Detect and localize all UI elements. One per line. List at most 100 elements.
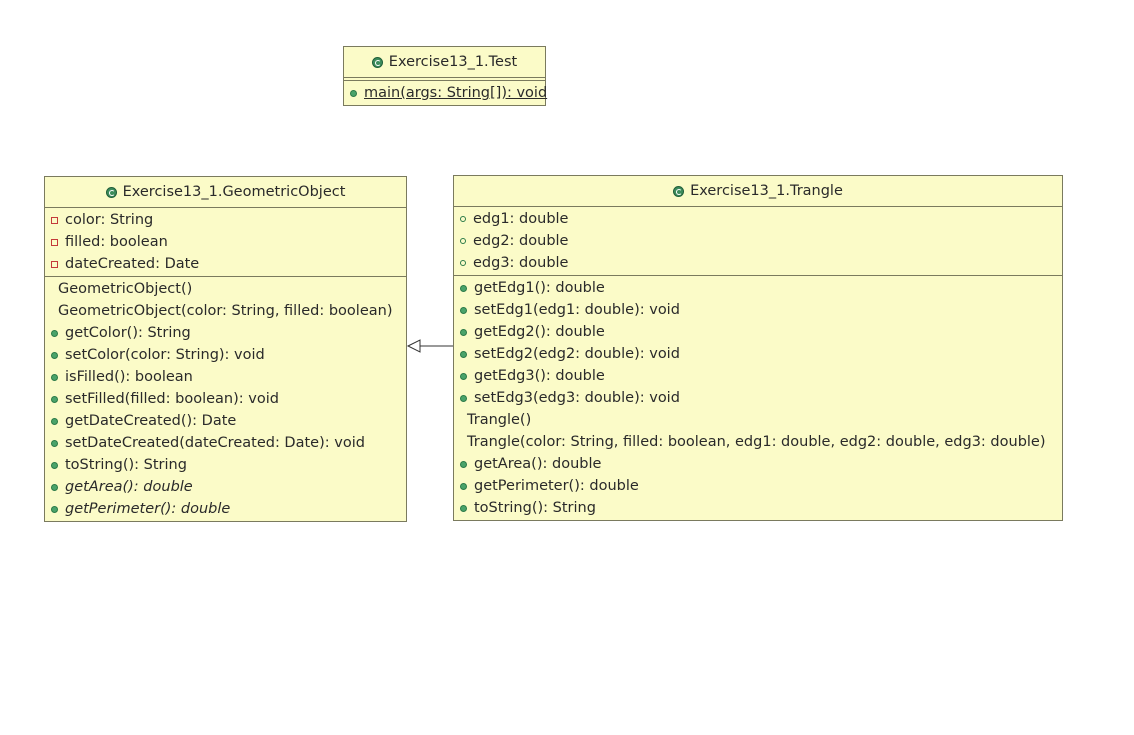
class-test-title: Exercise13_1.Test bbox=[388, 54, 518, 70]
private-visibility-icon bbox=[51, 216, 58, 224]
private-visibility-icon bbox=[51, 238, 58, 246]
method-row[interactable]: setFilled(filled: boolean): void bbox=[45, 388, 406, 410]
method-label: getArea(): double bbox=[474, 456, 602, 472]
field-row[interactable]: edg1: double bbox=[454, 208, 1062, 230]
class-test-header: Exercise13_1.Test bbox=[344, 47, 545, 78]
field-row[interactable]: filled: boolean bbox=[45, 231, 406, 253]
method-label: isFilled(): boolean bbox=[65, 369, 193, 385]
method-label: getDateCreated(): Date bbox=[65, 413, 237, 429]
class-icon bbox=[105, 186, 117, 198]
method-row[interactable]: getDateCreated(): Date bbox=[45, 410, 406, 432]
class-geometric-object-methods: GeometricObject() GeometricObject(color: … bbox=[45, 277, 406, 521]
public-visibility-icon bbox=[460, 504, 467, 512]
class-icon bbox=[673, 185, 685, 197]
public-visibility-icon bbox=[51, 395, 58, 403]
public-visibility-icon bbox=[51, 483, 58, 491]
method-row[interactable]: setColor(color: String): void bbox=[45, 344, 406, 366]
class-trangle-methods: getEdg1(): double setEdg1(edg1: double): … bbox=[454, 276, 1062, 520]
method-label: GeometricObject(color: String, filled: b… bbox=[58, 303, 393, 319]
public-visibility-icon bbox=[460, 460, 467, 468]
field-label: edg3: double bbox=[473, 255, 569, 271]
class-geometric-object-header: Exercise13_1.GeometricObject bbox=[45, 177, 406, 208]
public-visibility-icon bbox=[460, 306, 467, 314]
package-visibility-icon bbox=[460, 216, 466, 222]
public-visibility-icon bbox=[51, 329, 58, 337]
method-label: toString(): String bbox=[65, 457, 187, 473]
class-test[interactable]: Exercise13_1.Test main(args: String[]): … bbox=[343, 46, 548, 106]
method-label: getPerimeter(): double bbox=[474, 478, 639, 494]
field-label: dateCreated: Date bbox=[65, 256, 200, 272]
class-trangle[interactable]: Exercise13_1.Trangle edg1: double edg2: d… bbox=[453, 175, 1063, 521]
method-row[interactable]: Trangle() bbox=[454, 409, 1062, 431]
method-row[interactable]: main(args: String[]): void bbox=[344, 82, 548, 104]
class-geometric-object-fields: color: String filled: boolean dateCreated:… bbox=[45, 208, 406, 277]
method-row[interactable]: isFilled(): boolean bbox=[45, 366, 406, 388]
field-row[interactable]: dateCreated: Date bbox=[45, 253, 406, 275]
method-row[interactable]: getEdg2(): double bbox=[454, 321, 1062, 343]
public-visibility-icon bbox=[460, 328, 467, 336]
public-visibility-icon bbox=[460, 394, 467, 402]
public-visibility-icon bbox=[460, 482, 467, 490]
public-visibility-icon bbox=[51, 417, 58, 425]
public-visibility-icon bbox=[350, 89, 357, 97]
method-row[interactable]: setEdg2(edg2: double): void bbox=[454, 343, 1062, 365]
method-row[interactable]: getColor(): String bbox=[45, 322, 406, 344]
generalization-arrowhead bbox=[406, 339, 421, 353]
method-label: setDateCreated(dateCreated: Date): void bbox=[65, 435, 365, 451]
class-geometric-object[interactable]: Exercise13_1.GeometricObject color: Stri… bbox=[44, 176, 407, 522]
method-row[interactable]: getPerimeter(): double bbox=[45, 498, 406, 520]
method-label: setEdg3(edg3: double): void bbox=[474, 390, 680, 406]
field-row[interactable]: color: String bbox=[45, 209, 406, 231]
class-trangle-fields: edg1: double edg2: double edg3: double bbox=[454, 207, 1062, 276]
method-row[interactable]: getArea(): double bbox=[454, 453, 1062, 475]
public-visibility-icon bbox=[460, 350, 467, 358]
public-visibility-icon bbox=[51, 461, 58, 469]
method-row[interactable]: getEdg1(): double bbox=[454, 277, 1062, 299]
method-row[interactable]: getPerimeter(): double bbox=[454, 475, 1062, 497]
field-row[interactable]: edg3: double bbox=[454, 252, 1062, 274]
class-icon bbox=[371, 56, 383, 68]
method-row[interactable]: setEdg3(edg3: double): void bbox=[454, 387, 1062, 409]
method-row[interactable]: toString(): String bbox=[45, 454, 406, 476]
field-row[interactable]: edg2: double bbox=[454, 230, 1062, 252]
method-label: getEdg2(): double bbox=[474, 324, 605, 340]
class-test-methods: main(args: String[]): void bbox=[344, 80, 548, 105]
class-trangle-title: Exercise13_1.Trangle bbox=[690, 183, 843, 199]
public-visibility-icon bbox=[460, 284, 467, 292]
field-label: edg1: double bbox=[473, 211, 569, 227]
public-visibility-icon bbox=[51, 439, 58, 447]
field-label: filled: boolean bbox=[65, 234, 168, 250]
method-row[interactable]: setDateCreated(dateCreated: Date): void bbox=[45, 432, 406, 454]
method-row[interactable]: setEdg1(edg1: double): void bbox=[454, 299, 1062, 321]
method-label: toString(): String bbox=[474, 500, 596, 516]
field-label: color: String bbox=[65, 212, 154, 228]
method-label: getArea(): double bbox=[65, 479, 193, 495]
method-row[interactable]: Trangle(color: String, filled: boolean, … bbox=[454, 431, 1062, 453]
method-label: getPerimeter(): double bbox=[65, 501, 231, 517]
method-label: main(args: String[]): void bbox=[364, 85, 548, 101]
public-visibility-icon bbox=[51, 373, 58, 381]
method-label: setFilled(filled: boolean): void bbox=[65, 391, 279, 407]
method-row[interactable]: toString(): String bbox=[454, 497, 1062, 519]
method-row[interactable]: GeometricObject() bbox=[45, 278, 406, 300]
method-row[interactable]: getArea(): double bbox=[45, 476, 406, 498]
method-label: Trangle() bbox=[467, 412, 532, 428]
public-visibility-icon bbox=[460, 372, 467, 380]
method-label: getEdg3(): double bbox=[474, 368, 605, 384]
class-geometric-object-title: Exercise13_1.GeometricObject bbox=[122, 184, 346, 200]
package-visibility-icon bbox=[460, 238, 466, 244]
method-row[interactable]: GeometricObject(color: String, filled: b… bbox=[45, 300, 406, 322]
public-visibility-icon bbox=[51, 351, 58, 359]
method-label: setColor(color: String): void bbox=[65, 347, 265, 363]
method-label: GeometricObject() bbox=[58, 281, 193, 297]
package-visibility-icon bbox=[460, 260, 466, 266]
class-trangle-header: Exercise13_1.Trangle bbox=[454, 176, 1062, 207]
method-label: getColor(): String bbox=[65, 325, 191, 341]
method-label: Trangle(color: String, filled: boolean, … bbox=[467, 434, 1046, 450]
field-label: edg2: double bbox=[473, 233, 569, 249]
method-row[interactable]: getEdg3(): double bbox=[454, 365, 1062, 387]
public-visibility-icon bbox=[51, 505, 58, 513]
method-label: setEdg1(edg1: double): void bbox=[474, 302, 680, 318]
method-label: setEdg2(edg2: double): void bbox=[474, 346, 680, 362]
private-visibility-icon bbox=[51, 260, 58, 268]
